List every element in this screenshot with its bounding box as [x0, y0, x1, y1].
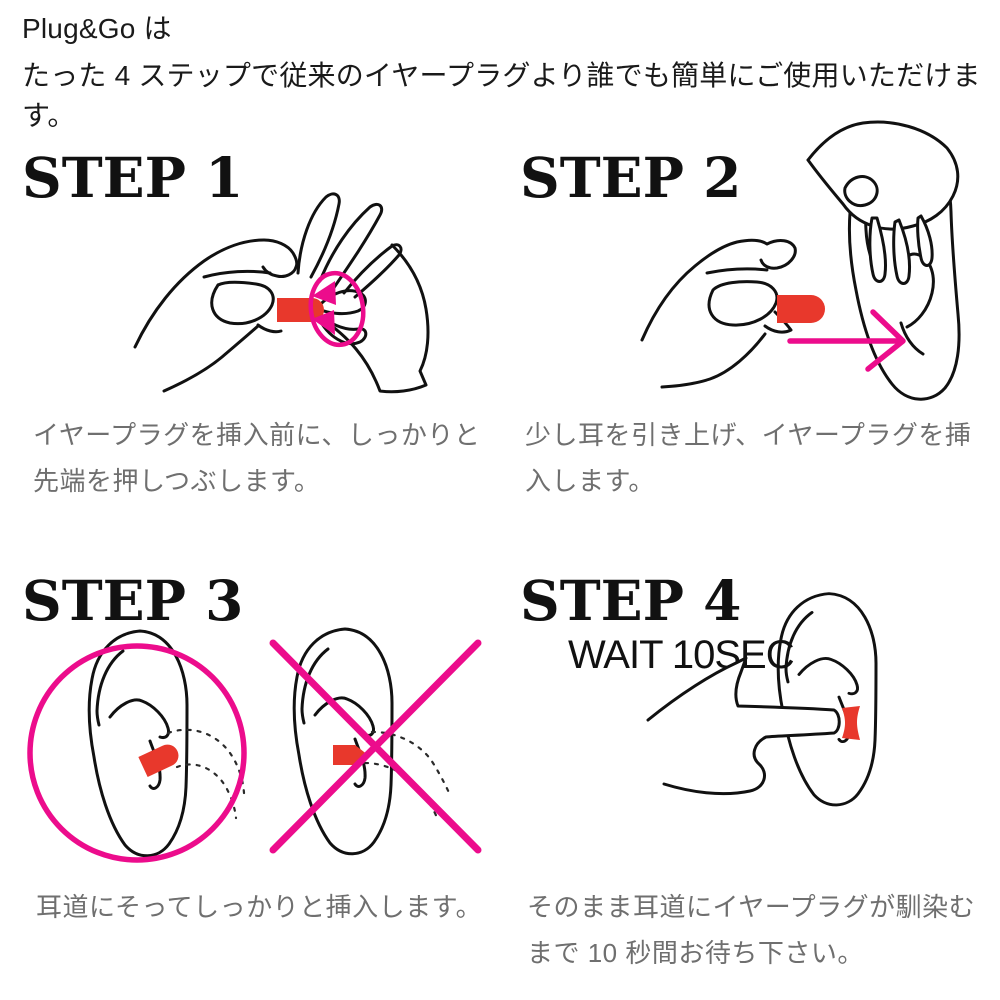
caption-line: 入します。 [525, 466, 655, 496]
wait-10sec-label: WAIT 10SEC [568, 633, 795, 677]
caption-line: まで 10 秒間お待ち下さい。 [527, 938, 864, 968]
step3-caption: 耳道にそってしっかりと挿入します。 [36, 884, 482, 930]
ear-lifting-hand [806, 120, 960, 285]
brand-title: Plug&Go は [22, 13, 172, 44]
correct-circle-icon [27, 643, 247, 863]
step1-illustration [133, 192, 430, 394]
ear [776, 592, 878, 807]
ear-canal-dashes [166, 728, 246, 795]
caption-line: イヤープラグを挿入前に、しっかりと [33, 420, 481, 450]
left-hand [133, 238, 299, 393]
step4-illustration [646, 592, 878, 807]
pinching-hand [640, 238, 797, 389]
step3-title: STEP 3 [22, 568, 244, 633]
wrong-ear [269, 627, 482, 856]
step1-title: STEP 1 [22, 145, 244, 210]
arrowhead-bottom [312, 310, 335, 335]
step2-illustration [640, 120, 961, 401]
step1-caption: イヤープラグを挿入前に、しっかりと 先端を押しつぶします。 [33, 412, 480, 504]
earplug-correct-angle [138, 744, 179, 777]
arrowhead-top [312, 281, 336, 305]
caption-line: 先端を押しつぶします。 [33, 466, 321, 496]
step3-illustration [27, 627, 482, 863]
step2-title: STEP 2 [520, 145, 742, 210]
ear-canal-dashes [175, 763, 238, 820]
step2-caption: 少し耳を引き上げ、イヤープラグを挿 入します。 [525, 412, 971, 504]
step4-title: STEP 4 [520, 568, 742, 633]
step4-caption: そのまま耳道にイヤープラグが馴染む まで 10 秒間お待ち下さい。 [527, 884, 975, 976]
right-hand [296, 192, 430, 394]
insert-direction-arrow [787, 309, 906, 372]
wrong-cross-icon [269, 639, 482, 854]
rotate-squeeze-arrow [308, 270, 366, 348]
caption-line: 少し耳を引き上げ、イヤープラグを挿 [525, 420, 972, 450]
intro-subtitle: たった 4 ステップで従来のイヤープラグより誰でも簡単にご使用いただけます。 [22, 60, 981, 131]
caption-line: そのまま耳道にイヤープラグが馴染む [527, 892, 976, 922]
caption-line: 耳道にそってしっかりと挿入します。 [36, 892, 483, 922]
correct-ear [27, 629, 247, 863]
earplug [777, 295, 825, 323]
earplug [842, 706, 860, 740]
pointing-hand [646, 656, 841, 796]
